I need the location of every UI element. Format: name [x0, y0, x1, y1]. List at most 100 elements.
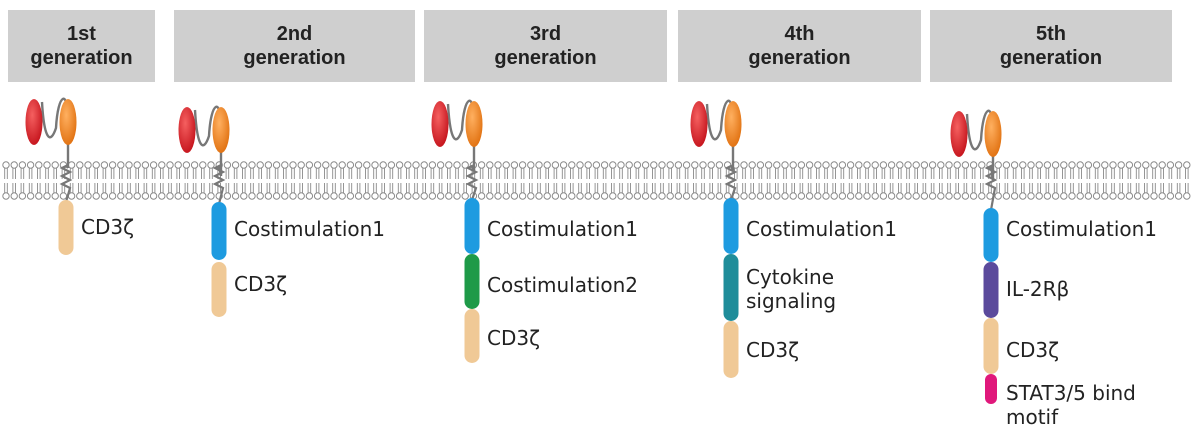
- lipid-head: [322, 161, 330, 169]
- lipid-head: [609, 161, 617, 169]
- lipid-head: [961, 161, 970, 169]
- lipid-tail: [947, 168, 951, 179]
- domain-label-costimulation1: Costimulation1: [487, 217, 639, 241]
- lipid-tail: [742, 168, 746, 179]
- lipid-head: [199, 161, 207, 169]
- lipid-tail: [930, 168, 935, 179]
- lipid-head: [248, 161, 256, 169]
- lipid-head: [363, 192, 371, 200]
- lipid-head: [1183, 192, 1191, 200]
- lipid-tail: [373, 183, 377, 193]
- lipid-head: [1060, 161, 1068, 169]
- lipid-head: [420, 192, 428, 200]
- lipid-tail: [381, 183, 385, 193]
- lipid-head: [1043, 161, 1052, 169]
- lipid-head: [313, 161, 322, 169]
- lipid-tail: [135, 168, 139, 179]
- lipid-tail: [545, 183, 549, 193]
- lipid-tail: [758, 183, 763, 193]
- lipid-tail: [684, 168, 689, 179]
- lipid-head: [666, 192, 674, 200]
- lipid-head: [420, 161, 428, 169]
- lipid-tail: [1053, 168, 1058, 179]
- lipid-tail: [1103, 183, 1107, 193]
- lipid-tail: [889, 168, 894, 179]
- lipid-tail: [1168, 168, 1173, 179]
- lipid-tail: [701, 183, 705, 193]
- lipid-tail: [578, 168, 582, 179]
- lipid-tail: [463, 183, 467, 193]
- lipid-tail: [463, 168, 467, 179]
- lipid-tail: [971, 168, 976, 179]
- car-receptor-1: [25, 97, 77, 255]
- lipid-head: [1133, 192, 1142, 200]
- lipid-head: [1117, 161, 1125, 169]
- lipid-head: [453, 192, 461, 200]
- lipid-head: [830, 161, 838, 169]
- lipid-head: [797, 161, 806, 169]
- lipid-head: [494, 192, 502, 200]
- lipid-tail: [299, 183, 303, 193]
- lipid-head: [855, 161, 863, 169]
- lipid-tail: [873, 183, 877, 193]
- lipid-tail: [119, 183, 123, 193]
- lipid-head: [231, 161, 240, 169]
- lipid-head: [117, 161, 125, 169]
- lipid-tail: [586, 168, 590, 179]
- lipid-head: [789, 161, 797, 169]
- lipid-head: [1166, 192, 1175, 200]
- lipid-head: [10, 161, 18, 169]
- lipid-head: [551, 192, 560, 200]
- lipid-head: [740, 161, 748, 169]
- lipid-tail: [479, 168, 484, 179]
- lipid-tail: [94, 183, 98, 193]
- lipid-head: [346, 192, 355, 200]
- lipid-tail: [201, 168, 205, 179]
- domain-label-cytokine-signaling: Cytokine signaling: [746, 265, 837, 313]
- lipid-tail: [504, 168, 508, 179]
- lipid-head: [76, 192, 84, 200]
- lipid-tail: [594, 183, 599, 193]
- lipid-head: [1158, 192, 1166, 200]
- lipid-head: [682, 192, 691, 200]
- lipid-tail: [455, 183, 459, 193]
- lipid-tail: [307, 183, 312, 193]
- lipid-tail: [127, 183, 131, 193]
- lipid-tail: [406, 168, 410, 179]
- scfv-heavy-chain: [465, 101, 483, 147]
- lipid-head: [797, 192, 806, 200]
- lipid-tail: [389, 183, 394, 193]
- lipid-tail: [840, 168, 845, 179]
- lipid-head: [666, 161, 674, 169]
- lipid-tail: [570, 168, 574, 179]
- lipid-head: [1101, 192, 1109, 200]
- lipid-tail: [766, 168, 771, 179]
- lipid-tail: [1029, 168, 1033, 179]
- lipid-head: [887, 192, 896, 200]
- lipid-tail: [291, 183, 295, 193]
- lipid-tail: [586, 183, 590, 193]
- lipid-tail: [922, 183, 927, 193]
- lipid-head: [272, 161, 281, 169]
- lipid-tail: [955, 183, 959, 193]
- lipid-head: [199, 192, 207, 200]
- lipid-head: [961, 192, 970, 200]
- lipid-tail: [176, 183, 180, 193]
- lipid-head: [2, 161, 10, 169]
- lipid-tail: [242, 168, 246, 179]
- lipid-head: [379, 161, 387, 169]
- lipid-tail: [209, 168, 213, 179]
- lipid-head: [781, 161, 789, 169]
- car-receptor-2: [178, 105, 230, 317]
- lipid-tail: [709, 183, 713, 193]
- lipid-tail: [578, 183, 582, 193]
- lipid-tail: [1045, 183, 1050, 193]
- lipid-head: [256, 161, 264, 169]
- lipid-head: [84, 161, 92, 169]
- lipid-head: [625, 192, 633, 200]
- domain-label-cd3z: CD3ζ: [234, 272, 287, 296]
- lipid-tail: [119, 168, 123, 179]
- lipid-head: [404, 161, 412, 169]
- lipid-head: [1174, 192, 1183, 200]
